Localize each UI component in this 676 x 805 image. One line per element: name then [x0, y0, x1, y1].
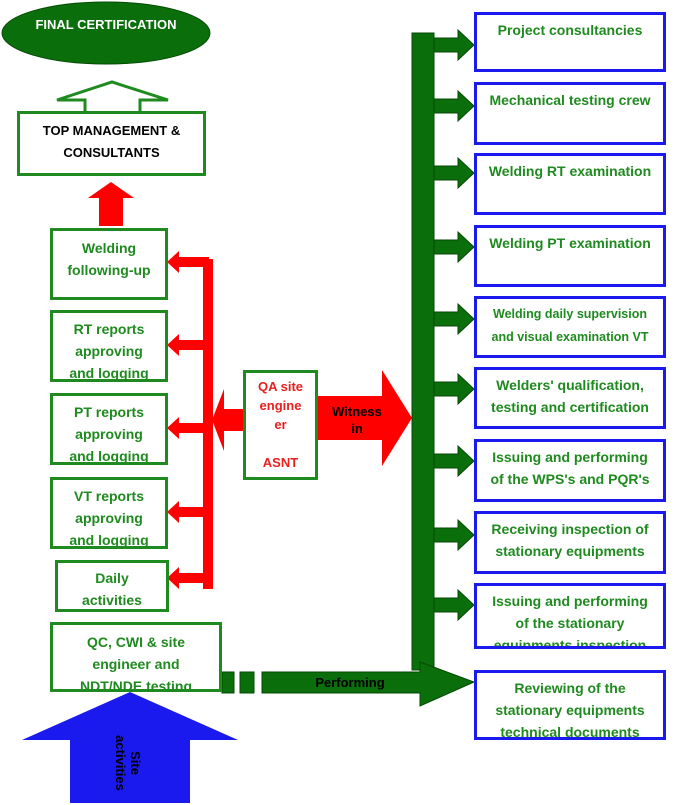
green-trunk — [411, 28, 475, 671]
right-box-mechanical-testing: Mechanical testing crew — [474, 82, 666, 145]
red-connector — [167, 251, 213, 589]
left-box-vt-reports: VT reports approving and logging — [50, 477, 168, 549]
left-box-daily-activities: Daily activities — [55, 560, 169, 612]
right-box-8-line-2: stationary equipments — [495, 543, 645, 559]
right-box-10-line-1: Reviewing of the — [514, 680, 626, 696]
final-certification-label: FINAL CERTIFICATION — [35, 17, 177, 32]
left-box-3-line-3: and logging — [69, 448, 149, 464]
left-box-2-line-2: approving — [75, 343, 143, 359]
left-box-4-line-2: approving — [75, 510, 143, 526]
final-certification-ellipse — [1, 1, 211, 65]
qa-site-engineer-box: QA site engine er ASNT — [243, 370, 318, 480]
witness-in-arrow — [318, 370, 412, 466]
performing-label: Performing — [315, 675, 385, 690]
right-box-4-line-1: Welding PT examination — [489, 235, 651, 251]
qa-line-1: QA site — [257, 379, 304, 394]
right-box-10-line-3: technical documents — [500, 724, 640, 740]
right-box-5-line-2: and visual examination VT — [491, 330, 649, 344]
witness-label: Witness in — [322, 403, 392, 437]
left-box-5-line-2: activities — [82, 592, 142, 608]
right-box-9-line-2: of the stationary — [515, 615, 625, 631]
right-box-project-consultancies: Project consultancies — [474, 12, 666, 72]
left-box-3-line-2: approving — [75, 426, 143, 442]
right-box-7-line-1: Issuing and performing — [492, 449, 648, 465]
right-box-6-line-2: testing and certification — [491, 399, 649, 415]
left-box-6-line-2: engineer and — [92, 656, 180, 672]
right-box-receiving-inspection: Receiving inspection of stationary equip… — [474, 511, 666, 574]
right-box-1-line-1: Project consultancies — [497, 22, 643, 38]
left-box-6-line-1: QC, CWI & site — [86, 634, 185, 650]
left-box-2-line-3: and logging — [69, 365, 149, 381]
right-box-welding-daily-supervision: Welding daily supervision and visual exa… — [474, 296, 666, 358]
left-box-5-line-1: Daily — [95, 570, 129, 586]
right-box-welding-pt: Welding PT examination — [474, 225, 666, 287]
site-activities-line-1: Site — [128, 751, 143, 775]
right-box-7-line-2: of the WPS's and PQR's — [490, 471, 650, 487]
right-box-8-line-1: Receiving inspection of — [491, 521, 649, 537]
left-box-1-line-1: Welding — [81, 240, 137, 256]
right-box-6-line-1: Welders' qualification, — [496, 377, 644, 393]
top-management-box: TOP MANAGEMENT & CONSULTANTS — [17, 111, 206, 176]
red-up-arrow — [88, 182, 134, 226]
qa-line-3: er — [274, 417, 287, 432]
left-box-3-line-1: PT reports — [73, 404, 144, 420]
right-box-5-line-1: Welding daily supervision — [493, 307, 647, 321]
left-box-welding-following-up: Welding following-up — [50, 228, 168, 300]
witness-line-1: Witness — [332, 404, 382, 419]
top-management-line-1: TOP MANAGEMENT & — [42, 123, 181, 138]
left-box-rt-reports: RT reports approving and logging — [50, 310, 168, 382]
right-box-3-line-1: Welding RT examination — [488, 163, 652, 179]
right-box-wps-pqr: Issuing and performing of the WPS's and … — [474, 439, 666, 502]
right-box-9-line-1: Issuing and performing — [492, 593, 648, 609]
performing-arrow — [221, 661, 476, 707]
site-activities-label: Site activities — [102, 720, 152, 800]
left-box-1-line-2: following-up — [67, 262, 151, 278]
site-activities-line-2: activities — [113, 735, 128, 791]
witness-line-2: in — [351, 421, 363, 436]
left-box-pt-reports: PT reports approving and logging — [50, 393, 168, 465]
top-management-line-2: CONSULTANTS — [63, 145, 160, 160]
right-box-welding-rt: Welding RT examination — [474, 153, 666, 215]
qa-line-2: engine — [259, 398, 302, 413]
right-box-10-line-2: stationary equipments — [495, 702, 645, 718]
right-box-9-line-3: equipments inspection — [493, 637, 647, 649]
left-box-qc-cwi: QC, CWI & site engineer and NDT/NDE test… — [50, 622, 222, 692]
right-box-equipments-inspection: Issuing and performing of the stationary… — [474, 583, 666, 649]
right-box-welders-qualification: Welders' qualification, testing and cert… — [474, 367, 666, 429]
left-box-4-line-1: VT reports — [73, 488, 144, 504]
left-box-4-line-3: and logging — [69, 532, 149, 548]
left-box-2-line-1: RT reports — [73, 321, 145, 337]
hollow-up-arrow — [56, 80, 169, 117]
qa-line-5: ASNT — [262, 455, 299, 470]
left-box-6-line-3: NDT/NDE testing — [80, 678, 192, 692]
site-activities-arrow — [22, 692, 238, 803]
right-box-2-line-1: Mechanical testing crew — [489, 92, 651, 108]
qa-left-arrow — [212, 389, 248, 451]
right-box-reviewing-documents: Reviewing of the stationary equipments t… — [474, 670, 666, 740]
